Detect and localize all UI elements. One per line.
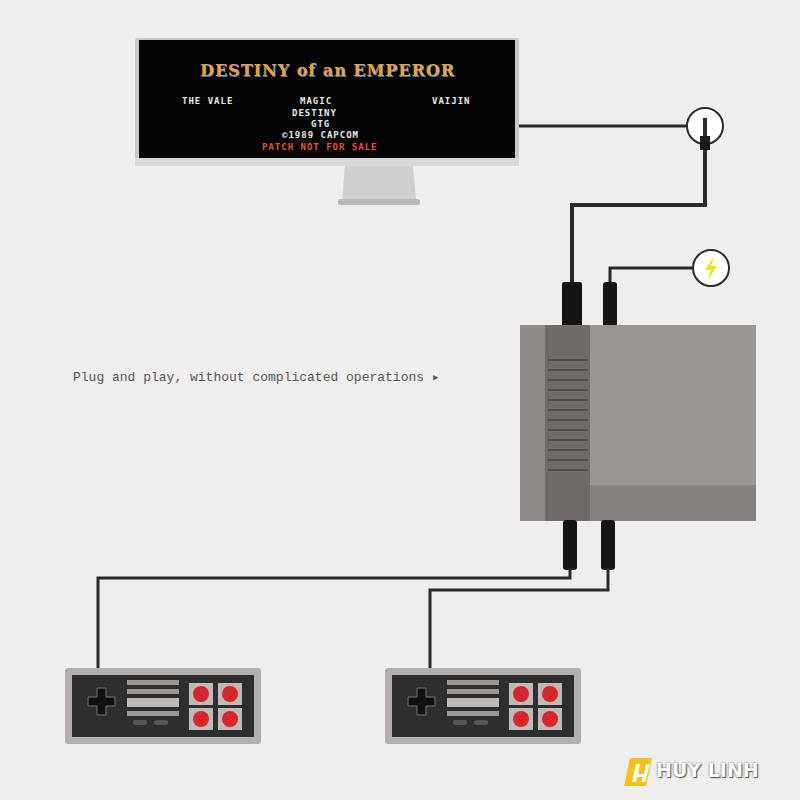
controller-plug: [601, 520, 615, 570]
menu-text: THE VALE: [182, 97, 233, 107]
watermark: HUY LINH: [656, 760, 759, 781]
game-title: DESTINY of an EMPEROR: [200, 62, 455, 80]
menu-text: GTG: [311, 120, 330, 130]
console-front: [590, 485, 756, 521]
monitor-base: [338, 199, 420, 205]
console-ridge-panel: [545, 325, 590, 521]
video-cable: [519, 125, 690, 128]
console-ridges: [548, 360, 588, 470]
power-plug: [603, 282, 617, 328]
caption-text: Plug and play, without complicated opera…: [73, 371, 440, 385]
hdmi-plug: [562, 282, 582, 328]
controller: [65, 668, 261, 744]
menu-text: MAGIC: [300, 97, 332, 107]
notice-text: PATCH NOT FOR SALE: [262, 143, 378, 153]
menu-text: DESTINY: [292, 109, 337, 119]
controller: [385, 668, 581, 744]
monitor-stand: [342, 166, 416, 200]
copyright-text: ©1989 CAPCOM: [282, 131, 359, 141]
controller-plug: [563, 520, 577, 570]
power-symbol: [705, 256, 717, 281]
logo-icon: [624, 758, 652, 786]
controller-cable: [430, 568, 608, 670]
menu-text: VAIJIN: [432, 97, 471, 107]
console-body: [520, 325, 756, 521]
console-top: [590, 325, 756, 485]
power-circle: [693, 250, 729, 286]
video-cable: [572, 118, 705, 285]
power-cable: [610, 268, 693, 285]
cable-plug: [700, 136, 710, 150]
controller-cable: [98, 568, 570, 670]
monitor-frame: [135, 38, 519, 164]
monitor-screen: [139, 40, 515, 158]
monitor-chin: [135, 158, 519, 166]
